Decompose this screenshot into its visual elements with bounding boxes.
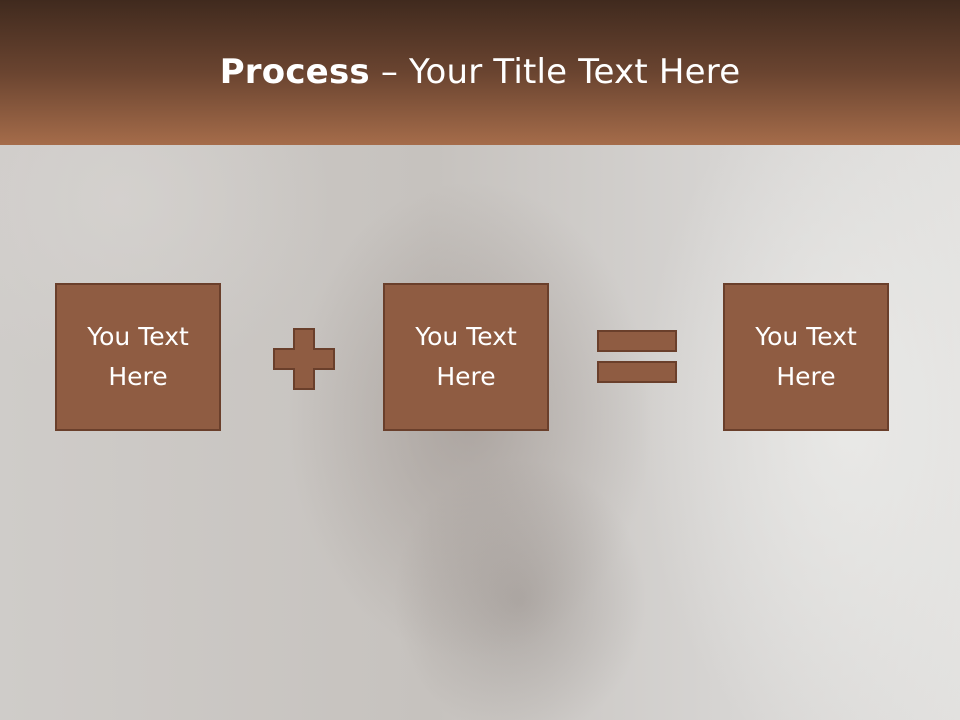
- process-box-2: You Text Here: [383, 283, 549, 431]
- title-rest: – Your Title Text Here: [369, 52, 741, 92]
- title-bold: Process: [219, 52, 370, 92]
- process-box-result: You Text Here: [723, 283, 889, 431]
- title-bar: Process – Your Title Text Here: [0, 0, 960, 145]
- process-box-1: You Text Here: [55, 283, 221, 431]
- process-box-text: You Text Here: [415, 322, 517, 391]
- equals-icon: [597, 330, 677, 383]
- process-box-text: You Text Here: [87, 322, 189, 391]
- process-box-text: You Text Here: [755, 322, 857, 391]
- slide-title: Process – Your Title Text Here: [0, 52, 960, 92]
- plus-icon: [273, 328, 335, 390]
